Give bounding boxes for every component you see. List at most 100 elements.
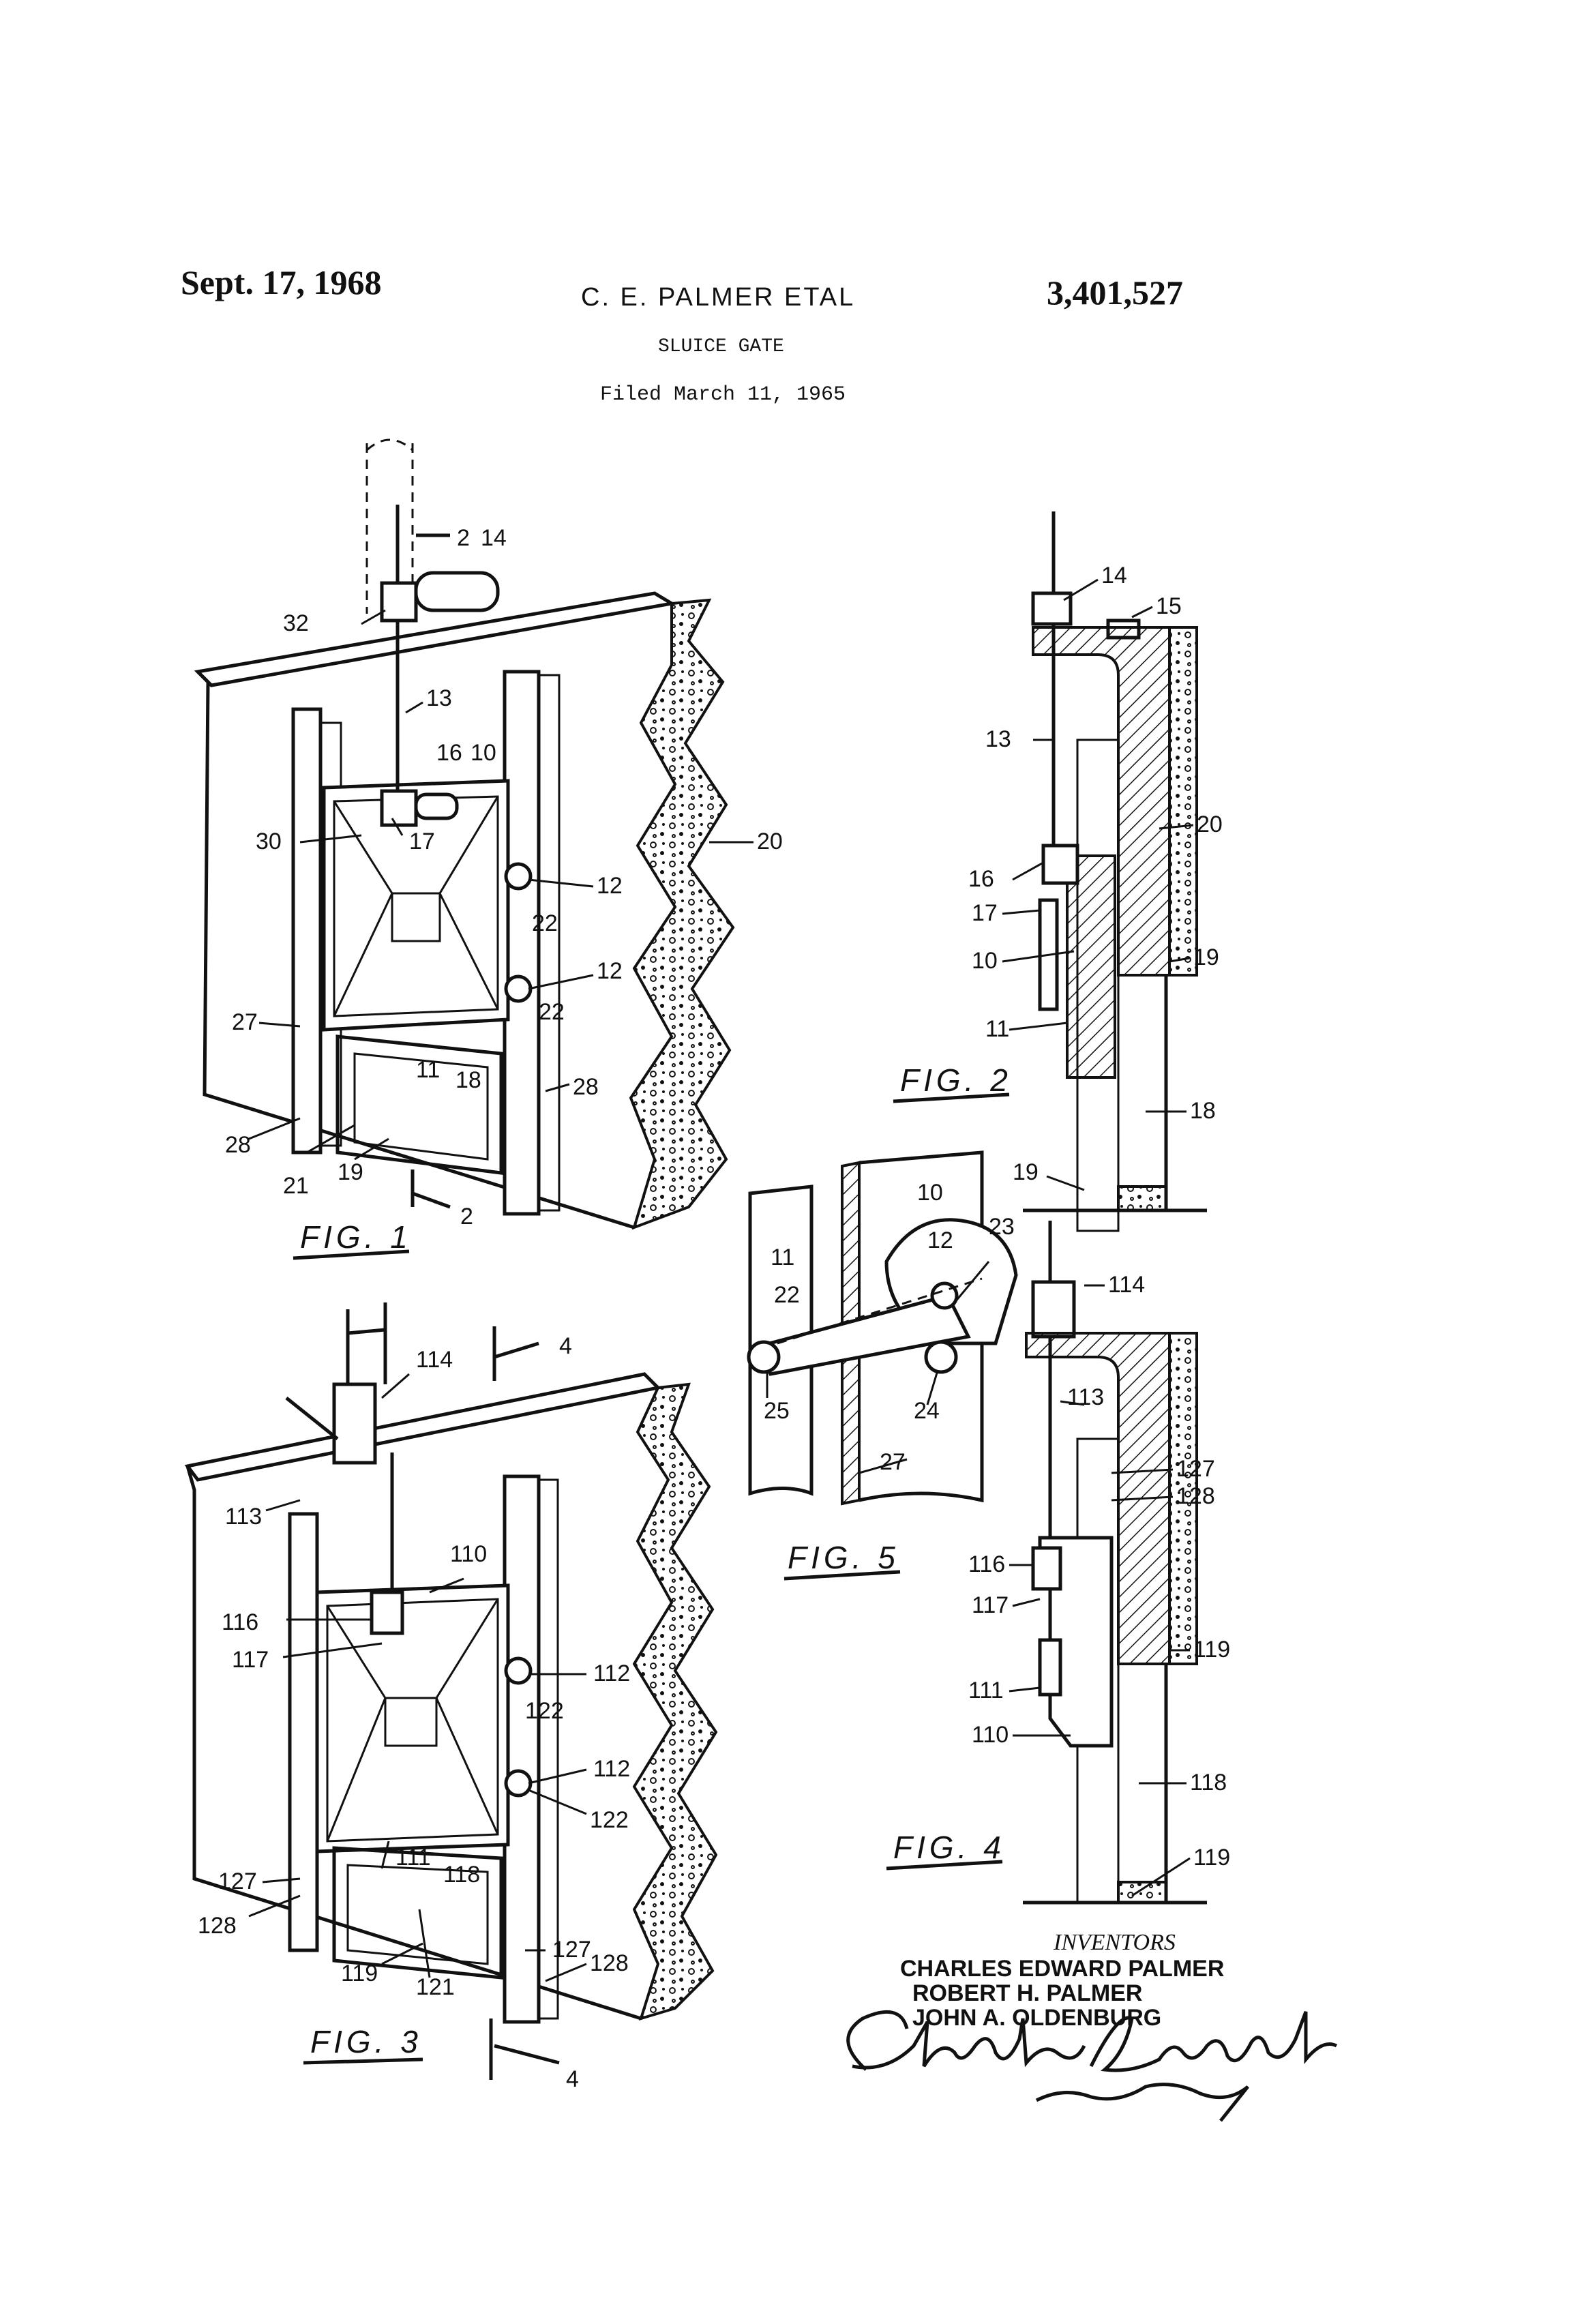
- fig4-label-118: 118: [1190, 1770, 1227, 1796]
- fig1-label-27: 27: [232, 1009, 258, 1035]
- fig3-left-channel: [290, 1514, 317, 1950]
- fig1-label-12-lower: 12: [597, 958, 623, 984]
- fig3-label-117: 117: [232, 1647, 269, 1673]
- inventors-heading: INVENTORS: [1054, 1930, 1176, 1956]
- fig3-label-114: 114: [416, 1347, 453, 1373]
- fig3-label-4-bottom: 4: [566, 2066, 579, 2092]
- fig3-label-127-left: 127: [218, 1868, 257, 1894]
- fig2-label-19-upper: 19: [1193, 944, 1219, 970]
- fig1-label-20: 20: [757, 829, 783, 854]
- fig3-nut-116: [372, 1592, 402, 1633]
- fig1-left-channel: [293, 709, 320, 1152]
- fig1-label-19: 19: [338, 1159, 363, 1185]
- fig3-section-arrow-bottom: [494, 2046, 559, 2063]
- fig1-label-21: 21: [283, 1173, 309, 1199]
- fig4-label-113: 113: [1067, 1384, 1104, 1410]
- fig5-label-10: 10: [917, 1180, 943, 1206]
- inventor-name-1: CHARLES EDWARD PALMER: [900, 1956, 1224, 1982]
- fig1-label-12-upper: 12: [597, 873, 623, 899]
- fig1-label-2-top: 2: [457, 525, 470, 551]
- fig2-label-14: 14: [1101, 563, 1127, 589]
- figure-3: 114 4 113 110 116 117 112 122 112 122 12…: [188, 1302, 716, 2092]
- fig1-roller-lower: [506, 977, 531, 1001]
- fig3-label-112-upper: 112: [593, 1660, 630, 1686]
- inventor-name-2: ROBERT H. PALMER: [912, 1980, 1142, 2007]
- fig5-label-27: 27: [880, 1449, 906, 1475]
- figure-2: 14 15 13 20 16 17 10 19 11 18 19 FIG. 2: [893, 511, 1223, 1231]
- fig5-pin-25: [749, 1342, 779, 1372]
- fig3-roller-upper: [506, 1658, 531, 1683]
- fig1-nut-housing: [382, 791, 416, 825]
- fig3-label-110: 110: [450, 1541, 487, 1567]
- fig2-label-20: 20: [1197, 811, 1223, 837]
- fig4-label-119-lower: 119: [1193, 1845, 1230, 1871]
- fig3-label-118: 118: [443, 1862, 480, 1888]
- fig2-label-16: 16: [968, 866, 994, 892]
- fig3-label-119: 119: [341, 1961, 378, 1986]
- fig4-label-117: 117: [972, 1592, 1009, 1618]
- fig1-label-32: 32: [283, 610, 309, 636]
- fig3-label-127-right: 127: [552, 1937, 591, 1963]
- inventor-name-3: JOHN A. OLDENBURG: [912, 2005, 1161, 2031]
- fig3-label-112-lower: 112: [593, 1756, 630, 1782]
- fig3-stem-crossbar: [348, 1330, 385, 1333]
- fig1-actuator: [416, 794, 457, 818]
- fig1-stem-dashed-top: [367, 440, 413, 450]
- fig1-label-30: 30: [256, 829, 282, 854]
- fig1-label-17: 17: [409, 829, 435, 854]
- fig1-label-22-upper: 22: [532, 910, 558, 936]
- fig2-label-19-lower: 19: [1013, 1159, 1039, 1185]
- fig1-label-13: 13: [426, 685, 452, 711]
- fig3-motor-handle: [286, 1398, 338, 1439]
- fig1-label-22-lower: 22: [539, 999, 565, 1025]
- fig4-sill-119: [1118, 1882, 1166, 1903]
- fig4-nut-116: [1033, 1548, 1060, 1589]
- fig3-label-128-right: 128: [590, 1950, 629, 1976]
- fig1-roller-upper: [506, 864, 531, 889]
- fig5-label-11: 11: [771, 1245, 794, 1270]
- fig2-sill-19: [1118, 1187, 1166, 1210]
- fig2-label-11: 11: [985, 1016, 1009, 1042]
- fig2-nut-16: [1043, 846, 1077, 883]
- fig2-label-18: 18: [1190, 1098, 1216, 1124]
- fig2-concrete-dots: [1169, 627, 1197, 975]
- fig3-label-113: 113: [225, 1504, 262, 1530]
- fig4-label-111: 111: [968, 1678, 1004, 1703]
- fig4-motor-114: [1033, 1282, 1074, 1337]
- fig4-label-119-upper: 119: [1193, 1637, 1230, 1663]
- fig1-label-11: 11: [416, 1057, 440, 1083]
- fig3-top-ledge: [188, 1374, 658, 1480]
- fig3-label-4-top: 4: [559, 1333, 572, 1359]
- fig3-gate: [317, 1585, 508, 1851]
- fig1-label-28-left: 28: [225, 1132, 251, 1158]
- fig3-label-111: 111: [395, 1845, 431, 1871]
- fig1-right-channel-flange: [539, 675, 559, 1210]
- fig5-label-24: 24: [914, 1398, 940, 1424]
- fig2-label-17: 17: [972, 900, 998, 926]
- fig2-label-13: 13: [985, 726, 1011, 752]
- figure-5: 10 11 12 23 22 25 24 27 FIG. 5: [749, 1152, 1016, 1579]
- fig4-caption: FIG. 4: [893, 1830, 1005, 1865]
- fig3-caption: FIG. 3: [310, 2024, 422, 2059]
- fig3-label-116: 116: [222, 1609, 258, 1635]
- fig4-label-114: 114: [1108, 1272, 1145, 1298]
- fig5-label-25: 25: [764, 1398, 790, 1424]
- fig1-label-2-bottom: 2: [460, 1204, 473, 1230]
- fig3-label-122-upper: 122: [525, 1698, 564, 1724]
- fig1-label-14: 14: [481, 525, 507, 551]
- fig3-label-122-lower: 122: [590, 1807, 629, 1833]
- fig2-label-15: 15: [1156, 593, 1182, 619]
- fig4-label-116: 116: [968, 1551, 1005, 1577]
- fig1-gearbox: [382, 583, 416, 621]
- fig3-label-128-left: 128: [198, 1913, 237, 1939]
- fig3-section-arrow-top: [494, 1343, 539, 1357]
- fig1-label-28-right: 28: [573, 1074, 599, 1100]
- figure-1: 2 14 32 13 16 10 30 17 20 12 22 12 22 27…: [198, 440, 783, 1258]
- fig1-label-16: 16: [436, 740, 462, 766]
- fig3-caption-underline: [303, 2059, 423, 2063]
- fig1-label-10: 10: [471, 740, 496, 766]
- fig1-label-18: 18: [456, 1067, 481, 1093]
- fig4-label-128: 128: [1176, 1483, 1215, 1509]
- fig5-label-12: 12: [927, 1227, 953, 1253]
